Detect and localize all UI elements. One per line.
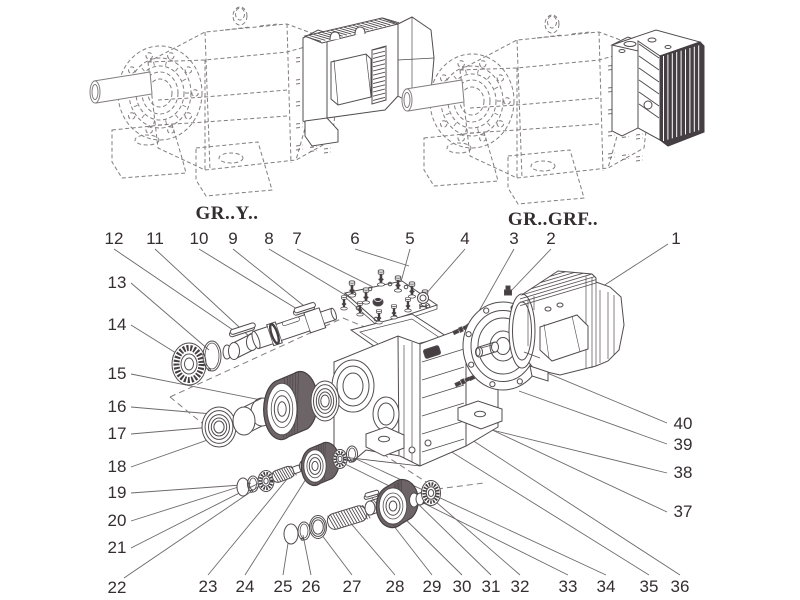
svg-text:8: 8 xyxy=(264,229,273,248)
svg-text:11: 11 xyxy=(146,229,164,248)
svg-text:15: 15 xyxy=(108,364,127,383)
svg-text:4: 4 xyxy=(460,229,469,248)
svg-text:18: 18 xyxy=(108,457,127,476)
svg-text:33: 33 xyxy=(559,577,578,596)
svg-text:30: 30 xyxy=(453,577,472,596)
svg-text:36: 36 xyxy=(671,577,690,596)
svg-text:20: 20 xyxy=(108,511,127,530)
svg-text:10: 10 xyxy=(190,229,209,248)
svg-text:17: 17 xyxy=(108,424,127,443)
svg-text:16: 16 xyxy=(108,397,127,416)
svg-text:38: 38 xyxy=(674,463,693,482)
svg-text:12: 12 xyxy=(105,229,124,248)
svg-text:23: 23 xyxy=(199,577,218,596)
svg-text:37: 37 xyxy=(674,502,693,521)
svg-text:25: 25 xyxy=(274,577,293,596)
svg-text:24: 24 xyxy=(236,577,255,596)
svg-text:32: 32 xyxy=(511,577,530,596)
svg-text:26: 26 xyxy=(302,577,321,596)
svg-text:40: 40 xyxy=(674,414,693,433)
svg-text:5: 5 xyxy=(405,229,414,248)
svg-text:29: 29 xyxy=(423,577,442,596)
svg-text:1: 1 xyxy=(671,229,680,248)
svg-text:34: 34 xyxy=(597,577,616,596)
svg-text:27: 27 xyxy=(343,577,362,596)
svg-text:22: 22 xyxy=(108,578,127,597)
svg-text:31: 31 xyxy=(482,577,501,596)
svg-text:13: 13 xyxy=(108,273,127,292)
svg-text:3: 3 xyxy=(509,229,518,248)
svg-text:7: 7 xyxy=(292,229,301,248)
svg-text:39: 39 xyxy=(674,435,693,454)
svg-text:2: 2 xyxy=(546,229,555,248)
svg-text:21: 21 xyxy=(108,538,127,557)
svg-text:6: 6 xyxy=(350,229,359,248)
svg-text:9: 9 xyxy=(228,229,237,248)
svg-text:19: 19 xyxy=(108,483,127,502)
svg-text:GR..GRF..: GR..GRF.. xyxy=(508,209,598,230)
svg-text:GR..Y..: GR..Y.. xyxy=(196,203,259,224)
svg-text:28: 28 xyxy=(386,577,405,596)
svg-text:35: 35 xyxy=(640,577,659,596)
svg-text:14: 14 xyxy=(108,315,127,334)
